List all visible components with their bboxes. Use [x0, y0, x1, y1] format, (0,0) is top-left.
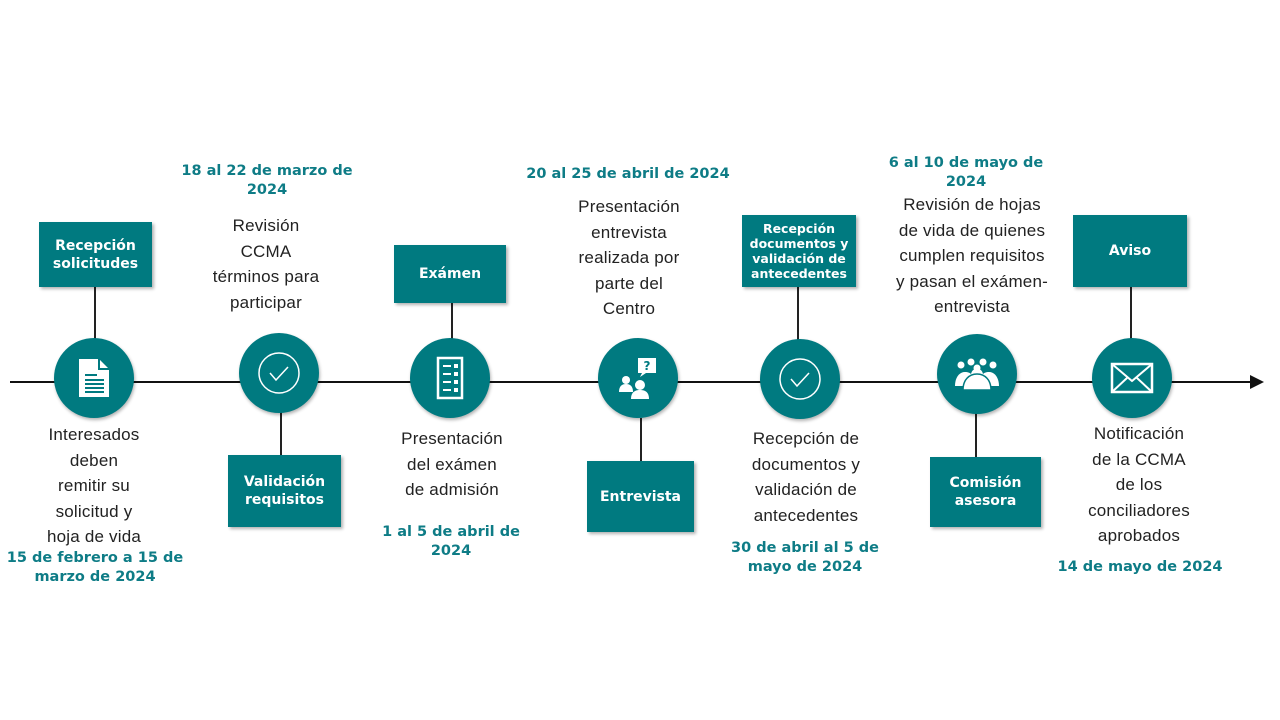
- step-box-comision-asesora: Comisión asesora: [930, 457, 1041, 527]
- checklist-icon: [436, 356, 464, 400]
- group-icon: [955, 358, 999, 391]
- step-circle-6: [937, 334, 1017, 414]
- step-description: Revisión de hojas de vida de quienes cum…: [896, 195, 1048, 316]
- connector: [640, 418, 642, 462]
- step-date: 20 al 25 de abril de 2024: [526, 166, 730, 182]
- step-box-validacion-requisitos: Validación requisitos: [228, 455, 341, 527]
- step-box-recepcion-solicitudes: Recepción solicitudes: [39, 222, 152, 287]
- step-box-aviso: Aviso: [1073, 215, 1187, 287]
- connector: [451, 303, 453, 339]
- step-date: 6 al 10 de mayo de 2024: [888, 155, 1044, 190]
- step-circle-3: [410, 338, 490, 418]
- envelope-icon: [1110, 362, 1154, 394]
- connector: [1130, 287, 1132, 340]
- connector: [797, 287, 799, 340]
- step-description: Presentación del exámen de admisión: [401, 429, 503, 499]
- step-box-examen: Exámen: [394, 245, 506, 303]
- connector: [975, 412, 977, 458]
- step-description: Interesados deben remitir su solicitud y…: [46, 425, 142, 546]
- step-date: 14 de mayo de 2024: [1057, 559, 1223, 575]
- step-description: Recepción de documentos y validación de …: [751, 429, 861, 525]
- step-circle-7: [1092, 338, 1172, 418]
- step-description: Revisión CCMA términos para participar: [212, 216, 320, 312]
- document-icon: [79, 359, 109, 397]
- step-description: Presentación entrevista realizada por pa…: [578, 197, 680, 318]
- step-description: Notificación de la CCMA de los conciliad…: [1088, 424, 1190, 545]
- step-box-recepcion-documentos: Recepción documentos y validación de ant…: [742, 215, 856, 287]
- checkmark-icon: [779, 358, 821, 400]
- step-box-entrevista: Entrevista: [587, 461, 694, 532]
- checkmark-icon: [258, 352, 300, 394]
- interview-icon: ?: [619, 358, 656, 399]
- step-circle-4: ?: [598, 338, 678, 418]
- connector: [94, 287, 96, 339]
- step-date: 30 de abril al 5 de mayo de 2024: [731, 540, 879, 575]
- step-date: 15 de febrero a 15 de marzo de 2024: [6, 550, 184, 585]
- timeline-arrowhead: [1250, 375, 1264, 389]
- step-circle-2: [239, 333, 319, 413]
- step-date: 1 al 5 de abril de 2024: [382, 524, 520, 559]
- connector: [280, 412, 282, 456]
- step-circle-1: [54, 338, 134, 418]
- svg-text:?: ?: [644, 359, 651, 373]
- step-date: 18 al 22 de marzo de 2024: [181, 163, 353, 198]
- step-circle-5: [760, 339, 840, 419]
